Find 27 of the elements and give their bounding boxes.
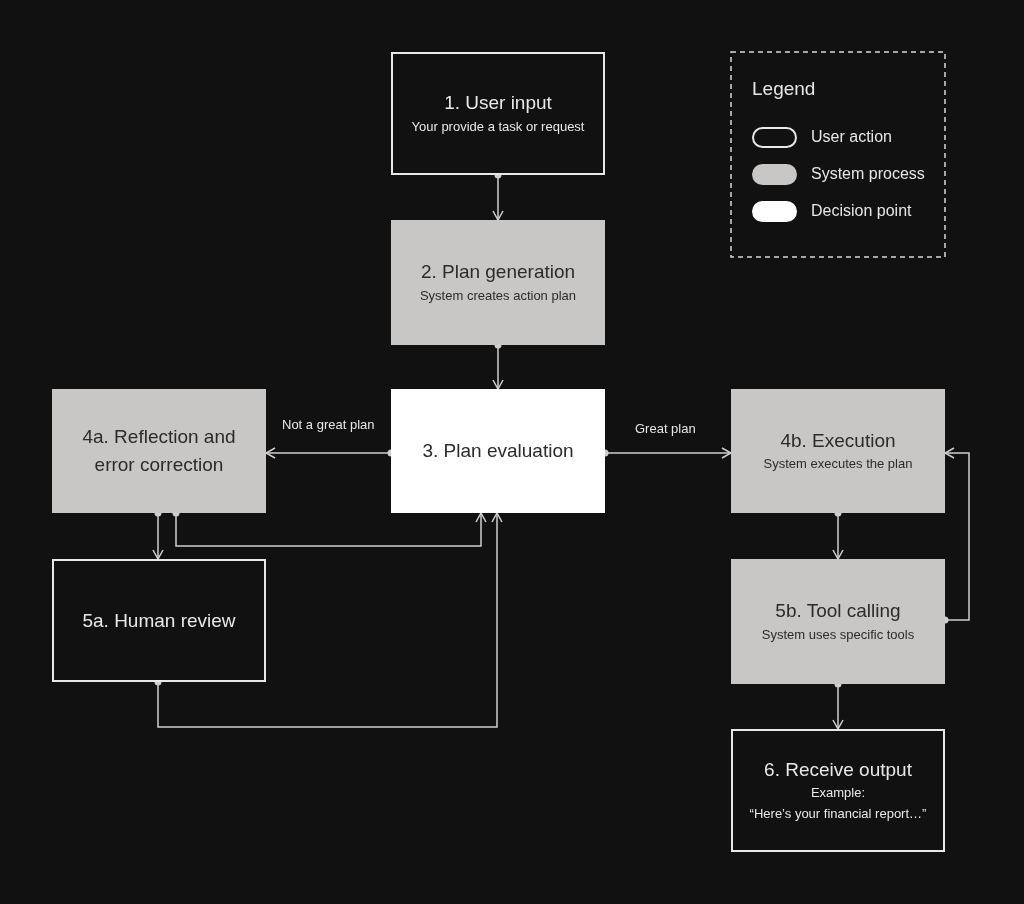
- step-title: 4a. Reflection and error correction: [81, 425, 237, 477]
- step-title: 2. Plan generation: [420, 260, 576, 285]
- step-description: System creates action plan: [419, 286, 577, 305]
- step-title: 5a. Human review: [82, 608, 236, 633]
- decision-box: [391, 389, 605, 513]
- step-title: 4b. Execution: [780, 428, 896, 453]
- user-action-box: [731, 729, 945, 852]
- user-action-box: [52, 559, 266, 682]
- step-title: 3. Plan evaluation: [422, 439, 574, 464]
- step-title: 5b. Tool calling: [775, 599, 901, 624]
- step-description: System executes the plan: [763, 455, 913, 474]
- step-title: 6. Receive output: [764, 757, 912, 782]
- process-box: [731, 389, 945, 513]
- step-description: “Here’s your financial report…”: [749, 805, 927, 824]
- step-description: Your provide a task or request: [411, 117, 585, 136]
- legend-title: Legend: [752, 78, 816, 100]
- user-action-box: [391, 52, 605, 175]
- legend-label: User action: [811, 128, 892, 146]
- step-description: System uses specific tools: [761, 625, 915, 644]
- process-box: [52, 389, 266, 513]
- legend-label: System process: [811, 165, 925, 183]
- step-title: 1. User input: [444, 91, 552, 116]
- step-description: Example:: [810, 784, 866, 803]
- arrow: [154, 512, 503, 728]
- process-box: [391, 220, 605, 345]
- legend-label: Decision point: [811, 202, 912, 220]
- process-box: [731, 559, 945, 684]
